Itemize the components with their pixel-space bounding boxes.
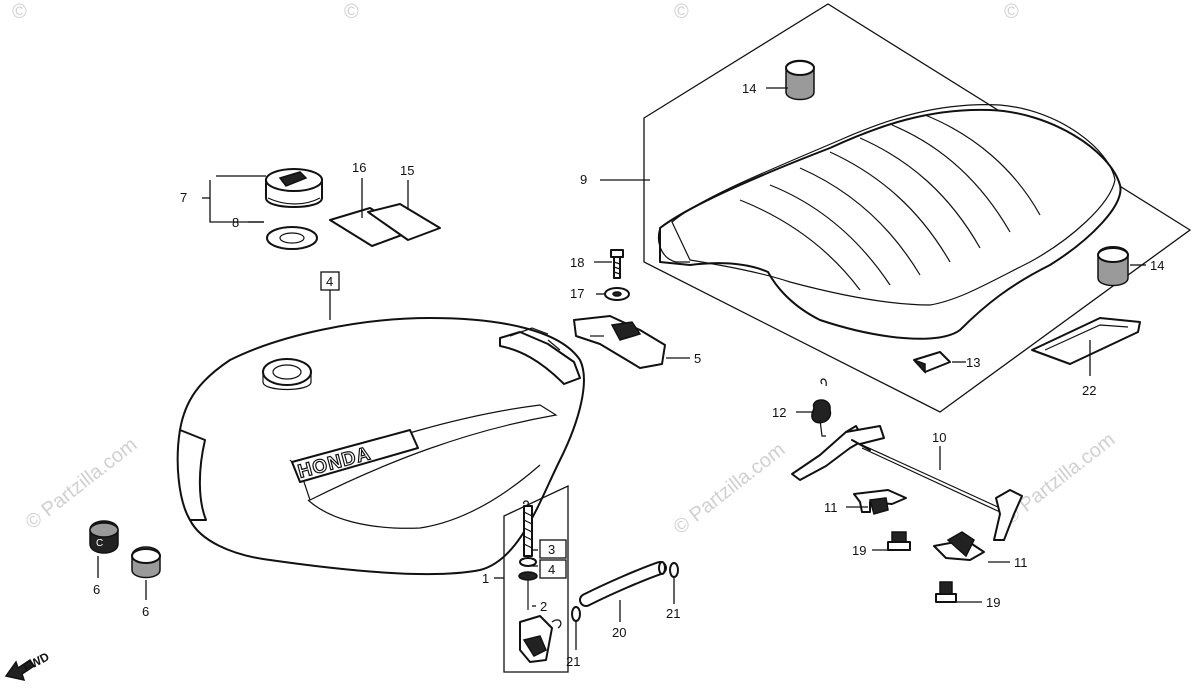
tank-rubber-1: C	[89, 520, 119, 554]
watermark-top-4: ©	[1004, 1, 1019, 23]
tank-setting-plate	[573, 315, 666, 369]
watermark-top-3: ©	[674, 1, 689, 23]
callout-7: 7	[180, 190, 187, 205]
seat-rubber-top	[785, 59, 815, 101]
svg-text:C: C	[96, 538, 103, 549]
callout-14-top: 14	[742, 81, 756, 96]
watermark-top-2: ©	[344, 1, 359, 23]
tank-bolt-18	[610, 249, 624, 279]
callout-11-upper: 11	[824, 500, 838, 515]
seat-rubber-rear	[1097, 246, 1129, 287]
callout-6-left: 6	[93, 582, 100, 597]
callout-6-right: 6	[142, 604, 149, 619]
watermark-top-1: ©	[12, 1, 27, 23]
watermark-right: © Partzilla.com	[1000, 429, 1120, 529]
tank-collar-17	[604, 287, 630, 301]
fuel-tube-clip-right	[669, 562, 679, 578]
callout-12: 12	[772, 405, 786, 420]
callout-3-box	[539, 539, 567, 559]
fwd-indicator: FWD	[4, 649, 52, 682]
callout-20: 20	[612, 625, 626, 640]
fwd-arrow-icon	[4, 658, 36, 682]
watermark-side: © Partzilla.com	[22, 434, 142, 534]
seat-group-border	[643, 3, 1192, 413]
fuel-tube-20	[579, 561, 667, 607]
callout-11-lower: 11	[1014, 555, 1028, 570]
watermark-mid: © Partzilla.com	[670, 439, 790, 539]
callout-17: 17	[570, 286, 584, 301]
callout-18: 18	[570, 255, 584, 270]
callout-5: 5	[694, 351, 701, 366]
fuel-cock	[518, 500, 562, 663]
callout-15: 15	[400, 163, 414, 178]
leader-lines	[97, 87, 1146, 650]
tank-logo-badge	[291, 429, 419, 483]
callout-2: 2	[540, 599, 547, 614]
callout-3: 3	[548, 542, 555, 557]
callout-4-small: 4	[548, 562, 555, 577]
fuel-cap-gasket	[266, 226, 318, 250]
fwd-label: FWD	[21, 649, 52, 674]
fuel-cock-group-border	[503, 484, 569, 673]
callout-19-upper: 19	[852, 543, 866, 558]
callout-16: 16	[352, 160, 366, 175]
seat-pleats	[739, 114, 1041, 291]
fuel-cap	[265, 168, 323, 208]
seat-lock-bolt-19a	[887, 531, 911, 551]
fuel-cock-o-ring	[518, 571, 538, 581]
seat-lock-bracket-11b	[933, 531, 985, 561]
callout-10: 10	[932, 430, 946, 445]
seat-lock-arm-10	[791, 425, 1023, 541]
callout-4-box	[320, 271, 340, 291]
seat-hook	[657, 227, 690, 263]
seat-strap-22	[1031, 317, 1141, 365]
callout-21-left: 21	[566, 654, 580, 669]
callout-13: 13	[966, 355, 980, 370]
tank-filler-neck	[262, 358, 312, 386]
seat-lock-bracket-11a	[853, 489, 907, 515]
tank-front-tunnel	[176, 429, 207, 521]
callout-4: 4	[326, 274, 333, 289]
callout-14-rear: 14	[1150, 258, 1164, 273]
tank-rubber-2	[131, 546, 161, 579]
callout-4s-box	[539, 559, 567, 579]
callout-21-right: 21	[666, 606, 680, 621]
callout-9: 9	[580, 172, 587, 187]
fuel-tube-clip-left	[571, 606, 581, 622]
fuel-tank: HONDA	[176, 317, 585, 576]
seat-lock-spring-12	[811, 378, 832, 437]
callout-19-lower: 19	[986, 595, 1000, 610]
callout-22: 22	[1082, 383, 1096, 398]
callouts: 7 8 16 15 4 18 17 5 9 14 14 13 22 12 10 …	[93, 81, 1164, 669]
decal-15	[367, 203, 441, 241]
seat	[657, 104, 1122, 340]
callout-1: 1	[482, 571, 489, 586]
callout-8: 8	[232, 215, 239, 230]
seat-lock-bolt-19b	[935, 581, 957, 603]
seat-top	[671, 104, 1116, 306]
seat-base	[659, 108, 1122, 340]
tank-rear-bracket	[499, 331, 581, 385]
